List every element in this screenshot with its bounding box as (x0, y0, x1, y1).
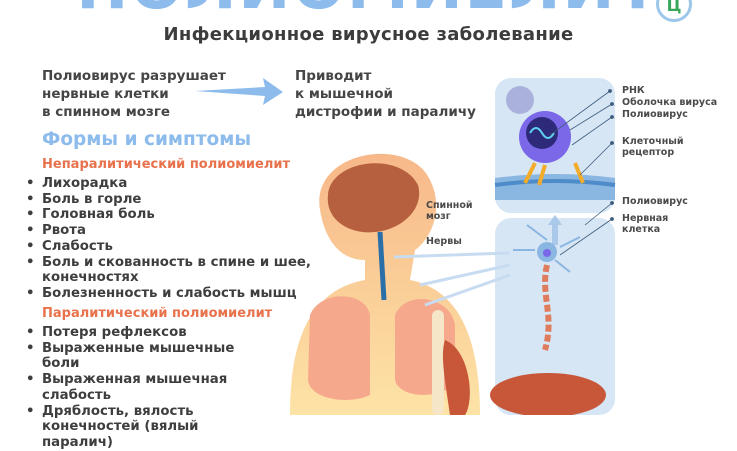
cause-line: в спинном мозге (42, 104, 171, 120)
logo: Ц (656, 0, 692, 22)
dendrites (513, 224, 581, 273)
nerve-cell-label-line: Нервная (622, 213, 669, 224)
envelope-label: Оболочка вируса (622, 97, 718, 108)
cell-membrane (495, 174, 615, 200)
effect-line: дистрофии и параличу (295, 104, 476, 120)
receptor-label-line: рецептор (622, 147, 675, 158)
spinal-cord-label-line: мозг (426, 211, 451, 222)
list-item: Слабость (24, 239, 314, 255)
page-subtitle: Инфекционное вирусное заболевание (163, 24, 574, 45)
arrow-up-icon (548, 215, 562, 245)
list-item: Выраженная мышечная слабость (24, 372, 264, 403)
list-item: Выраженные мышечные боли (24, 341, 264, 372)
forms-heading: Формы и симптомы (42, 129, 252, 150)
muscle-fiber (490, 373, 606, 415)
list-item: Лихорадка (24, 176, 314, 192)
effect-line: Приводит (295, 68, 372, 84)
cell-poliovirus-label: Полиовирус (622, 196, 688, 207)
bone (432, 310, 444, 415)
label-leader-lines (549, 89, 614, 256)
receptor-label-line: Клеточный (622, 136, 684, 147)
list-item: Дряблость, вялость конечностей (вялый па… (24, 404, 264, 451)
rna-strand (529, 127, 555, 139)
spinal-cord-label-line: Спинной (426, 200, 473, 211)
list-item: Потеря рефлексов (24, 325, 264, 341)
paralytic-list: Потеря рефлексов Выраженные мышечные бол… (24, 325, 264, 451)
poliovirus-label: Полиовирус (622, 109, 688, 120)
list-item: Головная боль (24, 207, 314, 223)
nerves-label: Нервы (426, 236, 462, 247)
arrow-right-icon (195, 78, 283, 105)
nerve-cell-label-line: клетка (622, 224, 661, 235)
cell-membrane-line (494, 179, 616, 187)
nonparalytic-list: Лихорадка Боль в горле Головная боль Рво… (24, 176, 314, 302)
effect-text: Приводит к мышечной дистрофии и параличу (295, 67, 476, 121)
body-illustration (290, 153, 480, 415)
cause-line: Полиовирус разрушает (42, 68, 226, 84)
left-lung (308, 296, 370, 400)
virus-diagram (393, 78, 616, 415)
cause-text: Полиовирус разрушает нервные клетки в спин… (42, 67, 226, 121)
axon (542, 264, 552, 351)
nonparalytic-heading: Непаралитический полиомиелит (42, 157, 291, 172)
nerve-cell-nucleus (543, 249, 551, 257)
list-item: Рвота (24, 223, 314, 239)
page-title: ПОЛИОМИЕЛИТ (0, 0, 737, 18)
muscle (442, 340, 470, 415)
list-item: Боль и скованность в спине и шее, конечн… (24, 255, 314, 286)
nerve-cell-panel (495, 218, 615, 415)
cell-receptor (523, 162, 585, 186)
cause-line: нервные клетки (42, 86, 169, 102)
brain (327, 163, 420, 233)
rna-label: РНК (622, 85, 645, 96)
list-item: Боль в горле (24, 192, 314, 208)
background-virus (506, 86, 534, 114)
logo-letter: Ц (666, 0, 682, 15)
spinal-cord (377, 231, 387, 301)
paralytic-heading: Паралитический полиомиелит (42, 306, 273, 321)
nerve-connector-rays (393, 251, 511, 307)
effect-line: к мышечной (295, 86, 393, 102)
list-item: Болезненность и слабость мышц (24, 286, 314, 302)
